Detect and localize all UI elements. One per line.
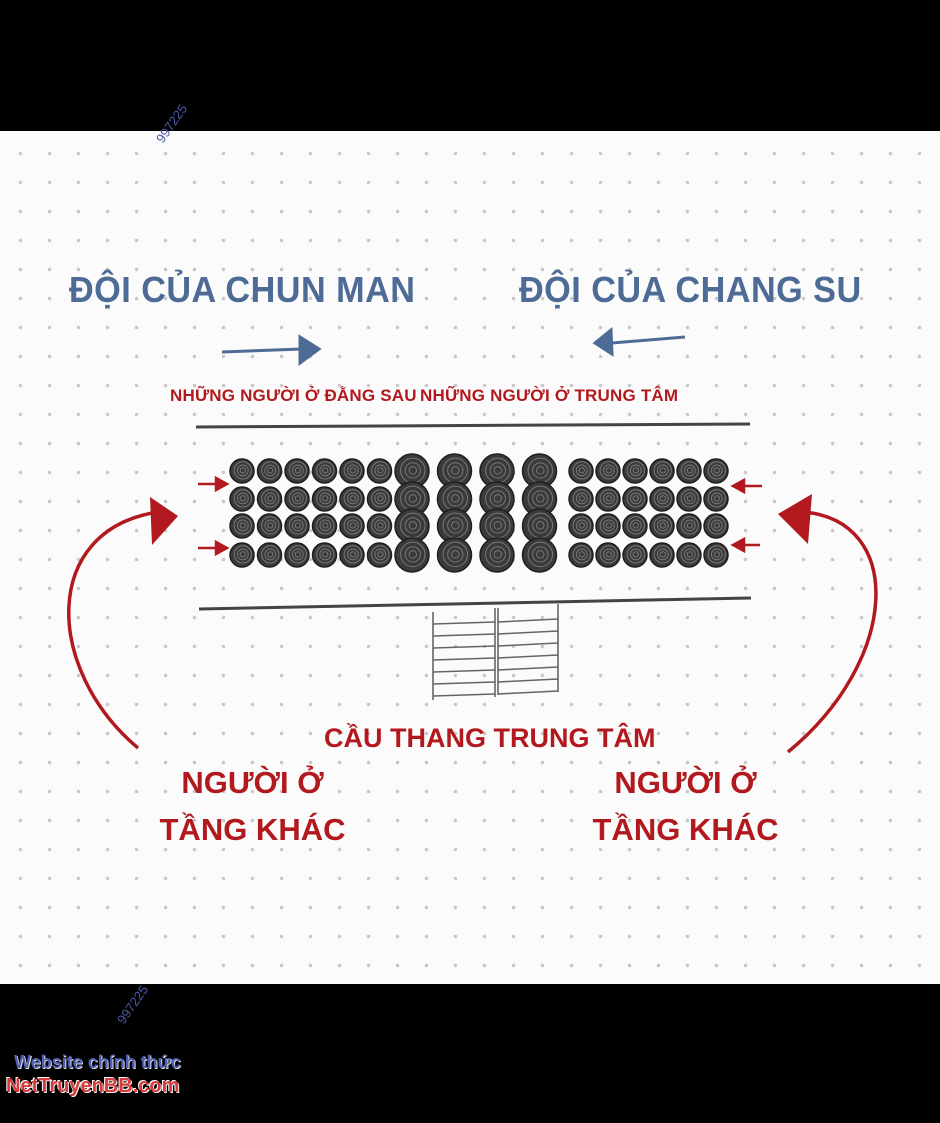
person-head-center: [436, 453, 473, 489]
person-head-back: [568, 486, 594, 512]
person-head-back: [622, 513, 648, 539]
site-label-line1: Website chính thức: [14, 1052, 181, 1072]
person-head-back: [256, 458, 283, 484]
person-head-back: [676, 542, 702, 568]
person-head-back: [649, 486, 675, 512]
person-head-back: [229, 513, 255, 539]
person-head-back: [676, 486, 702, 512]
stair-step: [432, 618, 559, 625]
person-head-back: [568, 513, 594, 539]
person-head-back: [676, 513, 702, 539]
person-head-back: [366, 458, 393, 484]
person-head-back: [339, 458, 365, 484]
stair-step: [432, 678, 559, 685]
team-right-label: ĐỘI CỦA CHANG SU: [519, 269, 862, 310]
small-red-arrows-right: [730, 477, 762, 554]
central-stairs: [432, 604, 559, 700]
person-head-back: [256, 542, 283, 568]
team-left-label: ĐỘI CỦA CHUN MAN: [69, 269, 416, 310]
person-head-back: [703, 458, 729, 484]
small-red-arrows-left: [198, 475, 230, 557]
person-head-back: [284, 458, 310, 484]
person-head-back: [339, 486, 365, 512]
person-head-back: [703, 513, 729, 539]
person-head-back: [311, 513, 338, 539]
person-head-back: [366, 513, 393, 539]
person-head-back: [311, 486, 338, 512]
person-head-back: [284, 486, 310, 512]
arrow-left-icon: [592, 326, 686, 357]
stair-step: [432, 630, 559, 637]
other-floor-right-line2: TẦNG KHÁC: [592, 811, 779, 847]
person-head-back: [622, 486, 648, 512]
person-head-back: [703, 542, 729, 568]
person-head-back: [366, 486, 393, 512]
person-head-back: [339, 542, 365, 568]
person-head-back: [595, 513, 621, 539]
person-head-back: [649, 513, 675, 539]
person-head-center: [394, 481, 430, 517]
site-label-line2[interactable]: NetTruyenBB.com: [6, 1075, 180, 1097]
person-head-back: [568, 458, 594, 484]
person-head-center: [521, 453, 558, 489]
other-floor-right: NGƯỜI Ở TẦNG KHÁC: [583, 760, 788, 853]
person-head-back: [311, 542, 338, 568]
person-head-center: [521, 481, 558, 517]
person-head-back: [284, 513, 310, 539]
person-head-back: [339, 513, 365, 539]
person-head-center: [479, 481, 515, 517]
person-head-center: [479, 537, 515, 573]
person-head-back: [366, 542, 393, 568]
person-head-back: [622, 542, 648, 568]
person-head-back: [676, 458, 702, 484]
center-people-label: NHỮNG NGƯỜI Ở TRUNG TÂM: [420, 386, 679, 405]
person-head-back: [256, 486, 283, 512]
other-floor-right-line1: NGƯỜI Ở: [614, 765, 757, 800]
other-floor-left: NGƯỜI Ở TẦNG KHÁC: [150, 760, 355, 853]
other-floor-left-line2: TẦNG KHÁC: [159, 811, 346, 847]
person-head-back: [229, 542, 255, 568]
person-head-center: [436, 537, 473, 573]
person-head-back: [649, 458, 675, 484]
person-head-back: [568, 542, 594, 568]
back-people-label: NHỮNG NGƯỜI Ở ĐẰNG SAU: [170, 386, 417, 405]
crowd-group: [229, 453, 729, 573]
corridor-bottom-line: [198, 596, 752, 611]
stair-step: [432, 654, 559, 661]
person-head-back: [284, 542, 310, 568]
person-head-back: [229, 486, 255, 512]
other-floor-left-line1: NGƯỜI Ở: [181, 765, 324, 800]
person-head-center: [394, 537, 430, 573]
curved-arrow-right-icon: [778, 494, 878, 754]
person-head-back: [703, 486, 729, 512]
person-head-back: [595, 486, 621, 512]
stair-step: [432, 666, 559, 673]
person-head-center: [521, 537, 558, 573]
central-stairs-label: CẦU THANG TRUNG TÂM: [324, 723, 656, 753]
person-head-back: [256, 513, 283, 539]
person-head-back: [649, 542, 675, 568]
person-head-back: [595, 458, 621, 484]
arrow-right-icon: [221, 334, 322, 366]
stair-step: [432, 690, 559, 697]
curved-arrow-left-icon: [67, 497, 178, 750]
person-head-back: [622, 458, 648, 484]
person-head-back: [311, 458, 338, 484]
person-head-back: [595, 542, 621, 568]
person-head-center: [521, 508, 558, 544]
stair-step: [432, 642, 559, 649]
person-head-back: [229, 458, 255, 484]
corridor-top-line: [195, 422, 751, 429]
